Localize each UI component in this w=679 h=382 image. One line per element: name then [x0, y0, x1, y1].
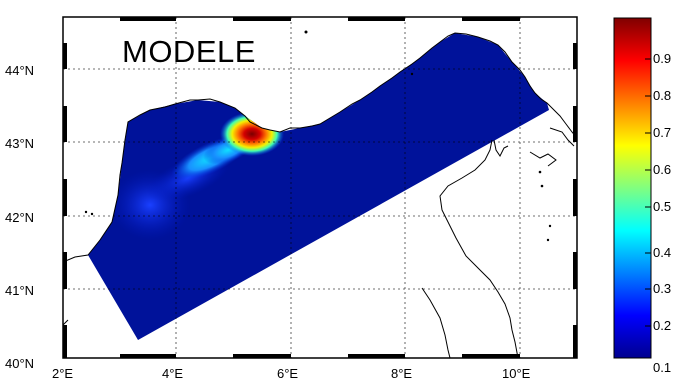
- frame-check-bottom: [462, 354, 520, 358]
- frame-check-left: [63, 106, 67, 142]
- frame-check-top: [462, 17, 520, 21]
- frame-check-right: [573, 43, 577, 69]
- france-italy-coast: [63, 32, 577, 263]
- lon-label-2: 2°E: [52, 366, 73, 381]
- model-domain: [63, 17, 577, 358]
- lat-label-42: 42°N: [5, 210, 34, 225]
- frame-check-bottom: [348, 354, 405, 358]
- frame-check-right: [573, 106, 577, 142]
- latitude-labels: 44°N 43°N 42°N 41°N 40°N: [5, 63, 34, 371]
- colorbar-tick-0.8: 0.8: [653, 88, 671, 103]
- frame-check-top: [233, 17, 291, 21]
- frame-check-bottom: [233, 354, 291, 358]
- colorbar-tick-marks: [645, 58, 651, 327]
- colorbar-tick-0.6: 0.6: [653, 162, 671, 177]
- lon-label-8: 8°E: [391, 366, 412, 381]
- frame-check-left: [63, 179, 67, 216]
- frame-check-right: [573, 179, 577, 216]
- colorbar-tick-0.2: 0.2: [653, 318, 671, 333]
- frame-check-left: [63, 252, 67, 289]
- spain-coast-fragment: [63, 319, 69, 326]
- lat-label-43: 43°N: [5, 136, 34, 151]
- colorbar-tick-0.3: 0.3: [653, 281, 671, 296]
- colorbar-tick-0.9: 0.9: [653, 51, 671, 66]
- map-title: MODELE: [122, 34, 256, 69]
- graticule: [63, 17, 577, 358]
- frame-check-right: [573, 252, 577, 289]
- rhone-plume: [110, 112, 284, 240]
- frame-check-left: [63, 325, 67, 358]
- lat-label-40: 40°N: [5, 356, 34, 371]
- lon-label-6: 6°E: [277, 366, 298, 381]
- lat-label-44: 44°N: [5, 63, 34, 78]
- lon-label-4: 4°E: [162, 366, 183, 381]
- longitude-labels: 2°E 4°E 6°E 8°E 10°E: [52, 366, 531, 381]
- colorbar: 0.9 0.8 0.7 0.6 0.5 0.4 0.3 0.2 0.1: [613, 17, 671, 375]
- coastline: [63, 32, 577, 358]
- cap-corse: [493, 139, 509, 157]
- frame-check-left: [63, 43, 67, 69]
- lon-label-10: 10°E: [502, 366, 531, 381]
- map-panel: MODELE 44°N 43°N 42°N 41°N 40°N 2°E 4°E …: [5, 16, 578, 381]
- lat-label-41: 41°N: [5, 283, 34, 298]
- frame-check-bottom: [120, 354, 176, 358]
- colorbar-tick-0.1: 0.1: [653, 360, 671, 375]
- frame-check-top: [348, 17, 405, 21]
- frame-check-top: [120, 17, 176, 21]
- corsica-coast: [439, 139, 519, 358]
- colorbar-bar: [613, 17, 652, 359]
- map-frame-checks: [63, 17, 577, 358]
- sardinia-coast: [421, 287, 451, 358]
- colorbar-ticks: 0.9 0.8 0.7 0.6 0.5 0.4 0.3 0.2 0.1: [653, 51, 671, 375]
- frame-check-right: [573, 325, 577, 358]
- colorbar-tick-0.4: 0.4: [653, 245, 671, 260]
- colorbar-tick-0.7: 0.7: [653, 125, 671, 140]
- sea-domain: [88, 33, 549, 340]
- colorbar-tick-0.5: 0.5: [653, 199, 671, 214]
- italy-island-fragment: [529, 151, 557, 167]
- small-islands: [84, 30, 552, 242]
- tuscany-coast: [549, 127, 575, 147]
